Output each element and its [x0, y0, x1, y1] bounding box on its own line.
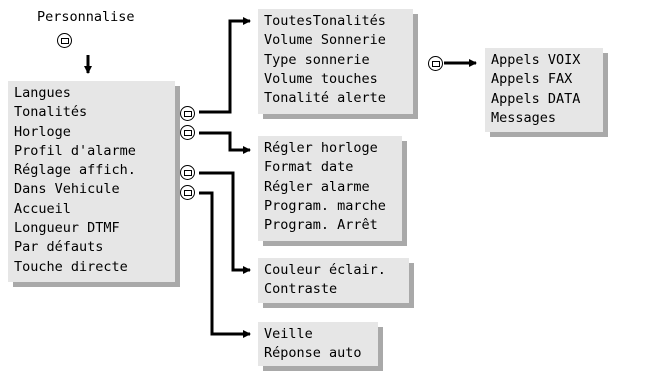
menu-item-horloge[interactable]: Horloge	[14, 123, 71, 140]
menu-item-contraste[interactable]: Contraste	[264, 281, 338, 298]
tonalites-menu: ToutesTonalités Volume Sonnerie Type son…	[258, 9, 413, 114]
menu-item-touche-directe[interactable]: Touche directe	[14, 258, 128, 275]
menu-item-par-defauts[interactable]: Par défauts	[14, 239, 104, 256]
menu-item-appels-fax[interactable]: Appels FAX	[491, 71, 573, 88]
select-key-icon	[180, 185, 195, 200]
menu-item-type-sonnerie[interactable]: Type sonnerie	[264, 51, 370, 68]
menu-item-appels-data[interactable]: Appels DATA	[491, 90, 581, 107]
menu-item-volume-touches[interactable]: Volume touches	[264, 70, 378, 87]
menu-item-appels-voix[interactable]: Appels VOIX	[491, 52, 581, 68]
menu-item-couleur-eclair[interactable]: Couleur éclair.	[264, 262, 386, 278]
menu-item-toutes-tonalites[interactable]: ToutesTonalités	[264, 13, 386, 29]
menu-item-langues[interactable]: Langues	[14, 85, 71, 101]
menu-item-dans-vehicule[interactable]: Dans Vehicule	[14, 181, 120, 198]
menu-item-accueil[interactable]: Accueil	[14, 200, 71, 217]
root-title: Personnalise	[37, 9, 135, 25]
vehicule-menu: Veille Réponse auto	[258, 322, 378, 366]
menu-item-longueur-dtmf[interactable]: Longueur DTMF	[14, 220, 120, 237]
arrow-vehicule	[199, 191, 251, 338]
select-key-icon	[180, 125, 195, 140]
menu-item-format-date[interactable]: Format date	[264, 159, 354, 176]
horloge-menu: Régler horloge Format date Régler alarme…	[258, 136, 402, 241]
menu-item-program-arret[interactable]: Program. Arrêt	[264, 217, 378, 234]
menu-item-reponse-auto[interactable]: Réponse auto	[264, 345, 362, 362]
menu-item-tonalites[interactable]: Tonalités	[14, 104, 88, 121]
arrow-tonalites	[199, 17, 251, 114]
menu-item-messages[interactable]: Messages	[491, 109, 557, 126]
main-menu: Langues Tonalités Horloge Profil d'alarm…	[8, 81, 175, 282]
select-key-icon	[180, 106, 195, 121]
menu-item-reglage-affich[interactable]: Réglage affich.	[14, 162, 136, 179]
select-key-icon	[428, 56, 443, 71]
menu-item-veille[interactable]: Veille	[264, 326, 313, 342]
type-sonnerie-menu: Appels VOIX Appels FAX Appels DATA Messa…	[485, 48, 603, 132]
arrow-horloge	[199, 131, 251, 154]
select-key-icon	[180, 165, 195, 180]
menu-item-tonalite-alerte[interactable]: Tonalité alerte	[264, 90, 386, 107]
menu-item-program-marche[interactable]: Program. marche	[264, 197, 386, 214]
menu-item-profil-alarme[interactable]: Profil d'alarme	[14, 142, 136, 159]
menu-item-regler-horloge[interactable]: Régler horloge	[264, 140, 378, 156]
select-key-icon	[57, 33, 72, 48]
affichage-menu: Couleur éclair. Contraste	[258, 258, 409, 303]
menu-item-volume-sonnerie[interactable]: Volume Sonnerie	[264, 32, 386, 49]
menu-item-regler-alarme[interactable]: Régler alarme	[264, 178, 370, 195]
arrow-affichage	[199, 171, 251, 274]
